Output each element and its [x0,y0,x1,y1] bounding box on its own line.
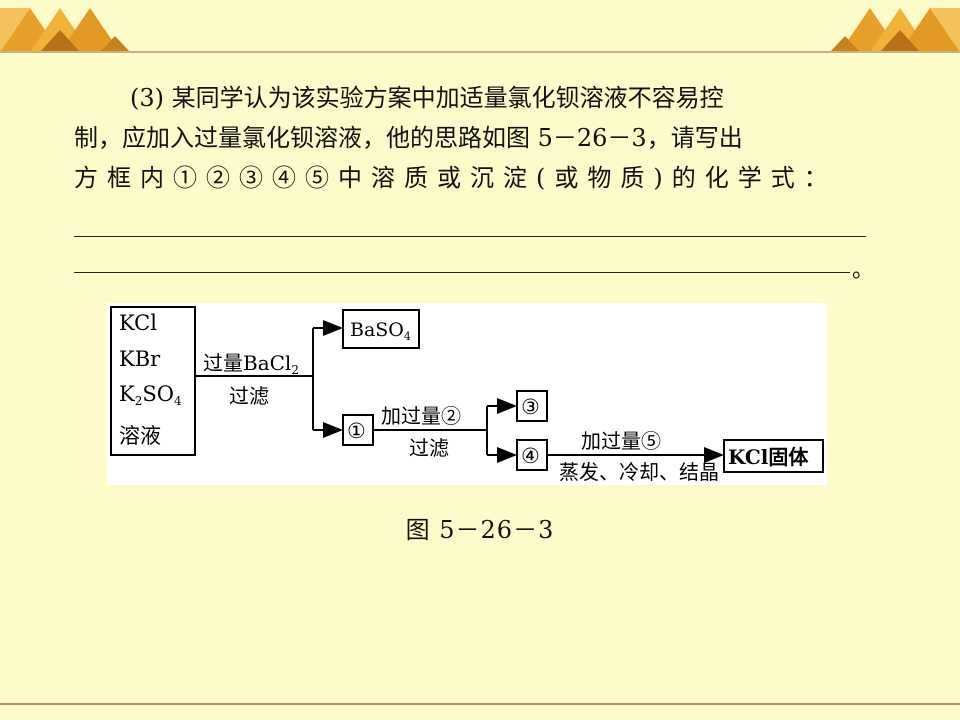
question-line-2: 制，应加入过量氯化钡溶液，他的思路如图 5－26－3，请写出 [74,124,743,152]
header-decoration-left [0,8,130,52]
figure-caption: 图 5－26－3 [405,516,555,544]
answer-blank-2[interactable] [74,272,850,273]
answer-end-mark: 。 [852,258,875,283]
answer-blank-1[interactable] [74,236,866,237]
box-3-label: ③ [521,395,540,419]
precipitate-box [342,309,420,349]
product-box [723,439,824,473]
footer-rule [0,703,960,705]
precipitate-baso4: BaSO4 [350,319,411,343]
start-kbr: KBr [119,347,161,371]
step3-operation: 蒸发、冷却、结晶 [559,460,719,484]
header-decoration-right [830,8,960,52]
start-solution-label: 溶液 [119,424,161,448]
box-4-label: ④ [521,444,540,468]
question-text: (3) 某同学认为该实验方案中加适量氯化钡溶液不容易控 制，应加入过量氯化钡溶液… [74,78,874,198]
start-k2so4: K2SO4 [119,382,182,408]
box-3 [516,390,548,422]
step2-reagent: 加过量② [381,404,461,428]
question-line-1: (3) 某同学认为该实验方案中加适量氯化钡溶液不容易控 [130,84,724,112]
step2-operation: 过滤 [409,436,449,460]
question-line-3: 方框内①②③④⑤中溶质或沉淀(或物质)的化学式： [74,164,837,192]
step1-reagent: 过量BaCl2 [203,351,299,377]
step3-reagent: 加过量⑤ [581,429,661,453]
step1-operation: 过滤 [229,384,269,408]
box-1-label: ① [347,419,366,443]
product-kcl-solid: KCl固体 [728,445,809,469]
header-rule [0,51,960,53]
flowchart-figure: KCl KBr K2SO4 溶液 过量BaCl2 过滤 BaSO4 ① 加过量②… [107,303,827,485]
start-kcl: KCl [119,311,157,335]
start-solution-box [110,306,196,456]
